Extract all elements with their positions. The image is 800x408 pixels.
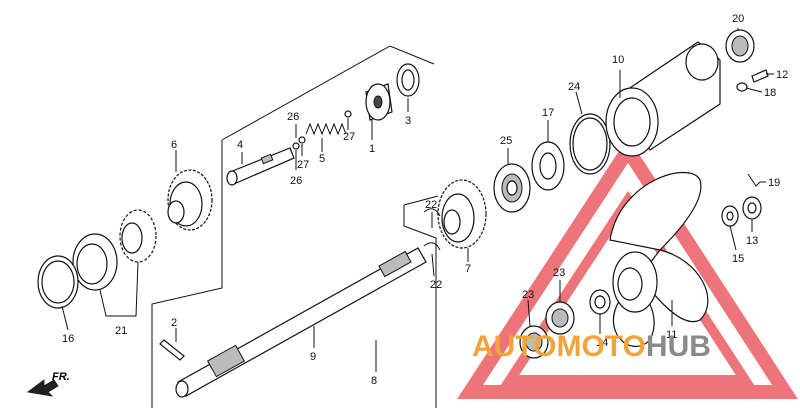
part-case-10 <box>605 41 721 157</box>
callout-16: 16 <box>62 333 74 345</box>
part-propeller-11 <box>609 171 709 347</box>
callout-19: 19 <box>768 177 780 189</box>
callout-10: 10 <box>612 54 624 66</box>
callout-6: 6 <box>171 139 177 151</box>
callout-13: 13 <box>746 235 758 247</box>
watermark-part1: AUTO <box>472 330 556 363</box>
callout-21: 21 <box>115 325 127 337</box>
callout-20: 20 <box>732 13 744 25</box>
callout-26-bottom: 26 <box>290 175 302 187</box>
watermark-part2: MOTO <box>556 330 645 363</box>
callout-4: 4 <box>237 139 243 151</box>
callout-23-right: 23 <box>553 267 565 279</box>
watermark-part3: HUB <box>646 330 711 363</box>
part-washer-18 <box>736 82 748 92</box>
part-seal-23b <box>519 325 549 359</box>
part-bevel-gear-7 <box>437 179 487 249</box>
callout-15: 15 <box>732 253 744 265</box>
part-bearing-20 <box>725 29 755 63</box>
part-shaft-9 <box>175 247 427 398</box>
part-spacer-14 <box>589 289 611 315</box>
callout-8: 8 <box>371 375 377 387</box>
svg-text:AUTOMOTOHUB: AUTOMOTOHUB <box>472 330 711 363</box>
callout-22-top: 22 <box>425 199 437 211</box>
callout-27-left: 27 <box>297 159 309 171</box>
callout-1: 1 <box>369 143 375 155</box>
callout-22-bottom: 22 <box>430 279 442 291</box>
part-clip-22 <box>423 208 441 251</box>
front-direction-arrow: FR. <box>27 371 70 397</box>
part-pin-2 <box>159 339 185 361</box>
part-clutch-1 <box>365 83 393 121</box>
watermark-text: AUTOMOTOHUB <box>472 330 711 363</box>
part-gear-6 <box>167 169 213 231</box>
part-nut-13 <box>742 196 762 220</box>
direction-label: FR. <box>52 371 70 383</box>
part-bearing-21 <box>72 209 157 291</box>
callout-17: 17 <box>542 107 554 119</box>
part-spring-5 <box>292 110 352 150</box>
callout-3: 3 <box>405 115 411 127</box>
part-oring-24 <box>569 113 611 175</box>
assembly-outline <box>151 45 439 408</box>
callout-27-right: 27 <box>343 131 355 143</box>
part-shifter-4 <box>226 147 295 186</box>
callout-23-left: 23 <box>522 289 534 301</box>
callout-26-top: 26 <box>287 111 299 123</box>
part-washer-15 <box>721 205 739 227</box>
part-bolt-12 <box>751 69 769 83</box>
part-cotter-pin-19 <box>747 173 761 187</box>
callout-9: 9 <box>310 351 316 363</box>
part-washer-17 <box>531 141 565 191</box>
callout-25: 25 <box>500 135 512 147</box>
callout-14: 14 <box>596 337 608 349</box>
leader-lines <box>61 28 774 372</box>
part-bearing-25 <box>493 163 531 213</box>
part-ring-3 <box>396 63 420 97</box>
callout-11: 11 <box>666 329 677 341</box>
callout-24: 24 <box>568 81 580 93</box>
part-ring-16 <box>37 255 79 309</box>
callout-18: 18 <box>764 87 776 99</box>
callout-5: 5 <box>319 153 325 165</box>
callout-2: 2 <box>171 317 177 329</box>
callout-labels: 1 2 3 4 5 6 7 8 9 10 11 12 13 14 15 16 1… <box>62 13 788 387</box>
callout-12: 12 <box>776 69 788 81</box>
callout-7: 7 <box>465 263 471 275</box>
